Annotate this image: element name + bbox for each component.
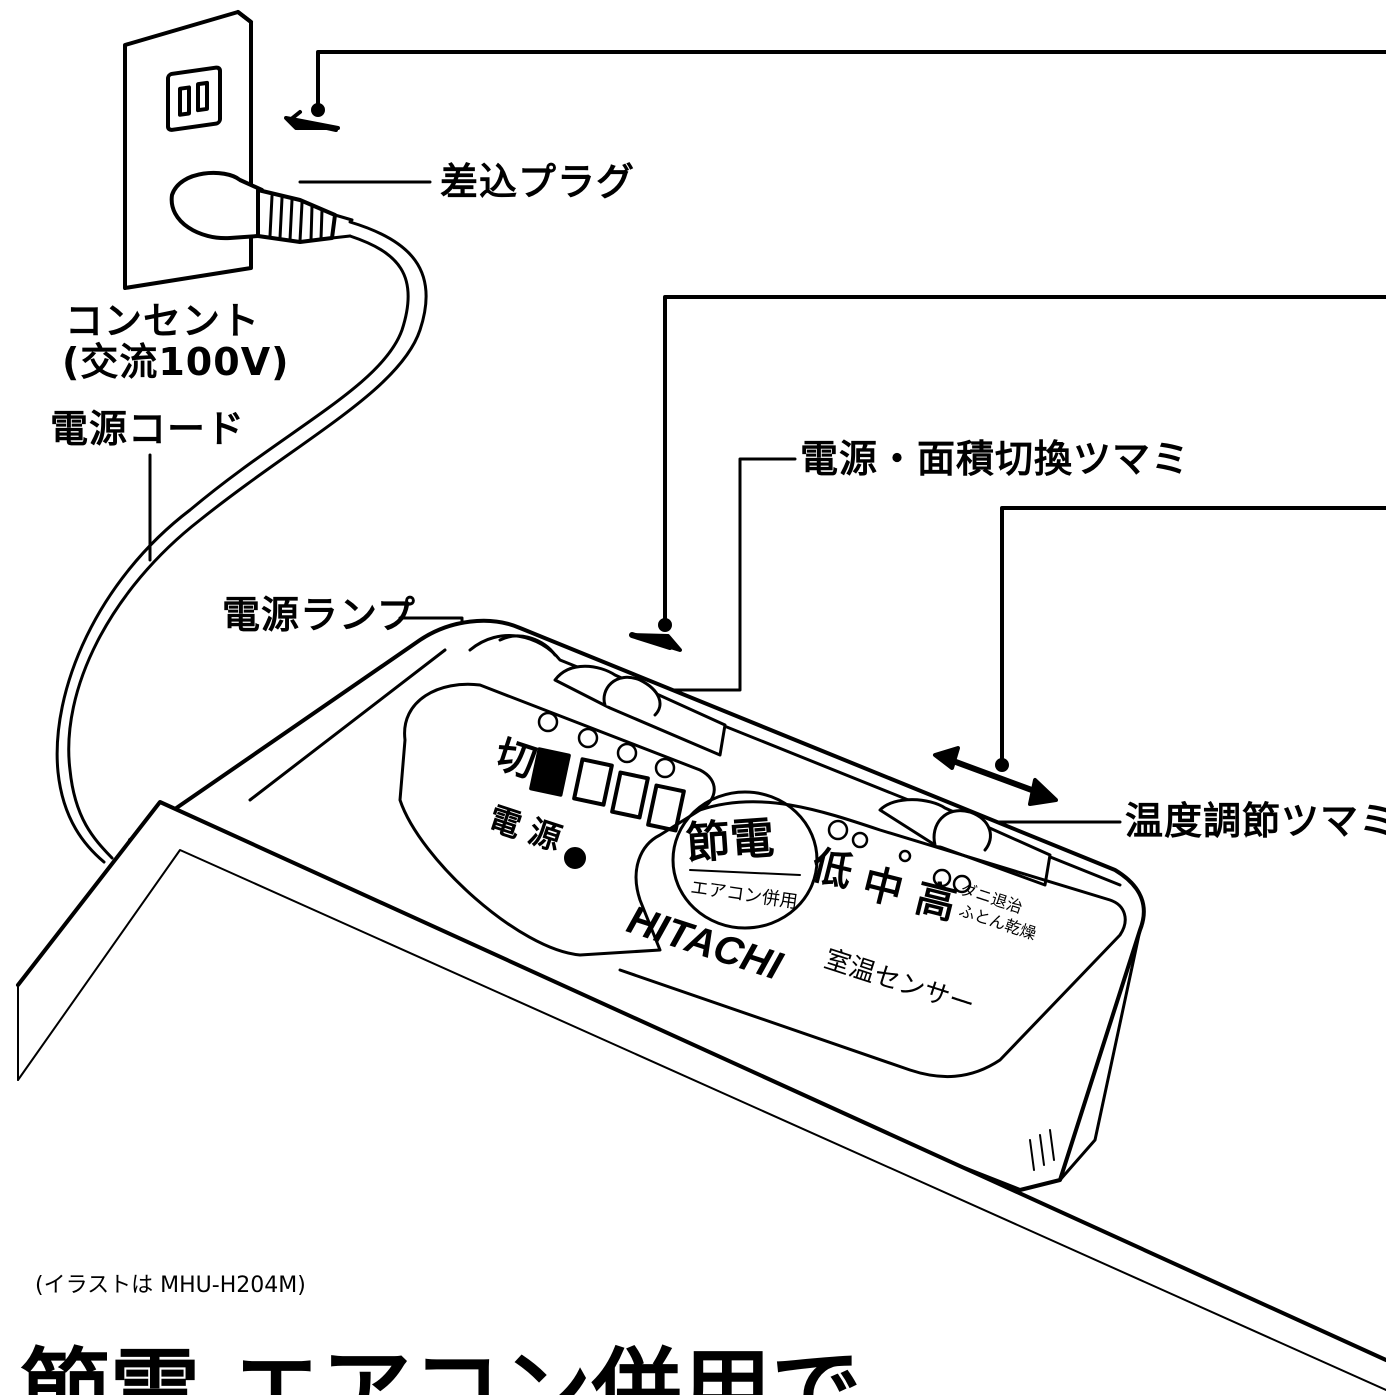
area-icon xyxy=(610,770,650,820)
model-footnote: (イラストは MHU-H204M) xyxy=(35,1273,306,1298)
indicator-lamp xyxy=(932,868,952,888)
temperature-knob-label: 温度調節ツマミ xyxy=(1125,799,1386,843)
indicator-lamp xyxy=(952,874,972,894)
indicator-lamp xyxy=(537,711,559,733)
plug-label: 差込プラグ xyxy=(440,160,636,204)
area-icon xyxy=(646,783,686,833)
control-panel-face xyxy=(398,682,1127,1079)
panel-setsuden-label: 節電 xyxy=(684,813,775,870)
carpet-mat xyxy=(16,648,1386,1391)
indicator-lamp xyxy=(577,727,599,749)
indicator-lamp xyxy=(851,831,869,849)
outlet-label-line1: コンセント xyxy=(65,299,261,343)
area-switch-leader xyxy=(653,457,797,692)
power-cord xyxy=(55,220,428,864)
indicator-lamp xyxy=(827,819,849,841)
indicator-lamp xyxy=(616,742,638,764)
power-plug xyxy=(169,170,354,244)
power-lamp xyxy=(564,847,586,869)
temperature-knob-arrow xyxy=(933,506,1386,806)
controller-body xyxy=(128,618,1146,1192)
setsuden-badge xyxy=(671,790,819,930)
area-switch-arrow xyxy=(629,295,1386,652)
area-icon xyxy=(529,747,571,797)
power-cord-label: 電源コード xyxy=(50,407,246,451)
outlet-label-line2: (交流100V) xyxy=(62,340,290,384)
area-icon xyxy=(572,757,614,807)
insert-arrow xyxy=(284,50,1386,132)
area-switch-knob-label: 電源・面積切換ツマミ xyxy=(800,437,1191,481)
indicator-lamp xyxy=(654,757,676,779)
indicator-lamp xyxy=(898,849,912,863)
bottom-heading: 節電 エアコン併用で xyxy=(20,1339,861,1395)
wall-outlet xyxy=(123,10,253,290)
power-lamp-label: 電源ランプ xyxy=(222,593,416,637)
